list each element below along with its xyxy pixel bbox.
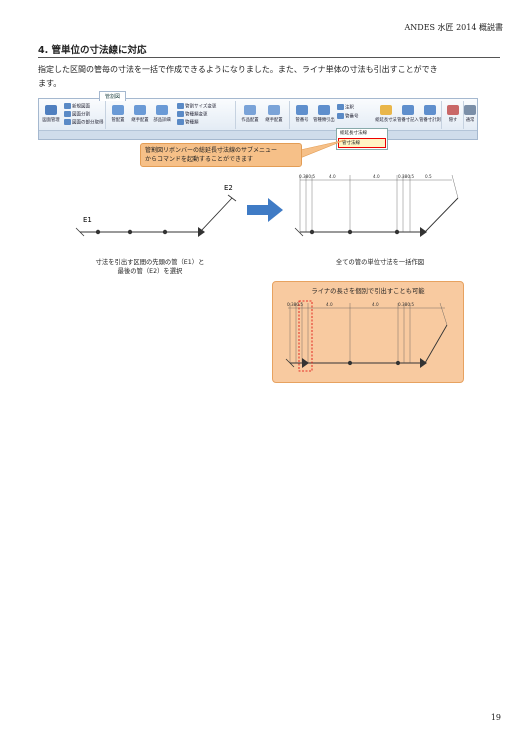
right-caption: 全ての管の単位寸法を一括作図: [335, 259, 425, 266]
joint-mark: [162, 229, 168, 235]
pipe-number-button[interactable]: 管番号: [291, 105, 313, 123]
hide-icon: [447, 105, 459, 115]
ribbon-group-placement: 管配置 継手配置 部品詳細 管割サイズ変更 管種類変更 管種類 配置: [107, 101, 236, 138]
submenu-pipe-dim[interactable]: 管寸法線: [338, 138, 386, 148]
normal-view-button[interactable]: 通常: [459, 105, 481, 123]
pipe-number-icon: [296, 105, 308, 115]
dim-label: 4.0: [373, 174, 380, 179]
split-drawing-icon: [64, 111, 71, 117]
fitting-place-button[interactable]: 継手配置: [129, 105, 151, 123]
left-caption: 寸法を引出す区間の先頭の管（E1）と 最後の管（E2）を選択: [80, 258, 220, 276]
joint-mark: [198, 227, 205, 237]
ribbon-group-label-bar: [39, 130, 477, 139]
label-e2: E2: [224, 184, 233, 192]
document-header: ANDES 水匠 2014 概説書: [404, 23, 504, 32]
partial-drawing-button[interactable]: 図面の部分取得: [64, 119, 104, 126]
submenu-total-length-dim[interactable]: 総延長寸法線: [340, 131, 367, 136]
pipe-place-icon: [112, 105, 124, 115]
pipe-place-button[interactable]: 管配置: [107, 105, 129, 123]
dim-label: 0.5: [425, 174, 432, 179]
section-title: 4. 管単位の寸法線に対応: [38, 45, 147, 56]
intro-line-2: ます。: [38, 79, 62, 88]
size-change-button[interactable]: 管割サイズ変更: [177, 103, 216, 110]
fitting-place-icon: [134, 105, 146, 115]
ribbon-callout-line-1: 管割図リボンバーの総延長寸法線のサブメニュー: [145, 147, 278, 154]
pipe-number-2-button[interactable]: 管番号: [337, 113, 359, 120]
drawing-manage-button[interactable]: 図面管理: [40, 105, 62, 123]
liner-dim-label: 0.380.5: [287, 302, 303, 307]
hide-button[interactable]: 隠す: [442, 105, 464, 123]
new-drawing-icon: [64, 103, 71, 109]
liner-callout-title: ライナの長さを個別で引出すことも可能: [311, 288, 425, 295]
pipe-dim-measure-icon: [424, 105, 436, 115]
total-length-dim-button[interactable]: 総延長寸法: [375, 105, 397, 123]
total-length-dim-icon: [380, 105, 392, 115]
pipe-dim-measure-button[interactable]: 管番寸計測: [419, 105, 441, 123]
new-drawing-button[interactable]: 新規図面: [64, 103, 90, 110]
part-detail-button[interactable]: 部品詳細: [151, 105, 173, 123]
dim-label: 0.380.5: [299, 174, 315, 179]
product-place-button[interactable]: 作品配置: [239, 105, 261, 123]
split-drawing-button[interactable]: 図面分割: [64, 111, 90, 118]
size-change-icon: [177, 103, 184, 109]
part-detail-icon: [156, 105, 168, 115]
pipe-dim-entry-icon: [402, 105, 414, 115]
fitting-place-2-icon: [268, 105, 280, 115]
ribbon-callout-line-2: からコマンドを起動することができます: [145, 156, 254, 163]
pipe-type-leader-icon: [318, 105, 330, 115]
ribbon-callout: 管割図リボンバーの総延長寸法線のサブメニュー からコマンドを起動することができま…: [140, 143, 302, 167]
pipe-type-change-icon: [177, 111, 184, 117]
fitting-place-2-button[interactable]: 継手配置: [263, 105, 285, 123]
normal-view-icon: [464, 105, 476, 115]
dim-label: 4.0: [329, 174, 336, 179]
liner-dim-label: 4.0: [372, 302, 379, 307]
title-rule: [38, 57, 500, 58]
liner-highlight: [298, 300, 313, 372]
left-caption-line-2: 最後の管（E2）を選択: [117, 268, 183, 275]
ribbon-tab-kanwari[interactable]: 管割図: [99, 91, 127, 101]
intro-paragraph: 指定した区間の管毎の寸法を一括で作成できるようになりました。また、ライナ単体の寸…: [38, 63, 500, 91]
pipe-type-leader-button[interactable]: 管種類引出: [313, 105, 335, 123]
joint-mark: [127, 229, 133, 235]
pipe-number-2-icon: [337, 113, 344, 119]
drawing-manage-icon: [45, 105, 57, 115]
pipe-type-button[interactable]: 管種類: [177, 119, 199, 126]
label-e1: E1: [83, 216, 92, 224]
left-caption-line-1: 寸法を引出す区間の先頭の管（E1）と: [95, 259, 205, 266]
product-place-icon: [244, 105, 256, 115]
page-number: 19: [490, 713, 501, 722]
right-arrow-icon: [247, 198, 283, 222]
pipe-type-change-button[interactable]: 管種類変更: [177, 111, 208, 118]
intro-line-1: 指定した区間の管毎の寸法を一括で作成できるようになりました。また、ライナ単体の寸…: [38, 65, 438, 74]
joint-mark: [95, 229, 101, 235]
dim-label: 0.380.5: [398, 174, 414, 179]
pipe-type-icon: [177, 119, 184, 125]
liner-dim-label: 0.380.5: [398, 302, 414, 307]
partial-drawing-icon: [64, 119, 71, 125]
annotation-icon: [337, 104, 344, 110]
liner-dim-label: 4.0: [326, 302, 333, 307]
pipe-dim-entry-button[interactable]: 管番寸記入: [397, 105, 419, 123]
total-length-submenu: 総延長寸法線 管寸法線: [336, 128, 388, 150]
annotation-button[interactable]: 注釈: [337, 104, 354, 111]
